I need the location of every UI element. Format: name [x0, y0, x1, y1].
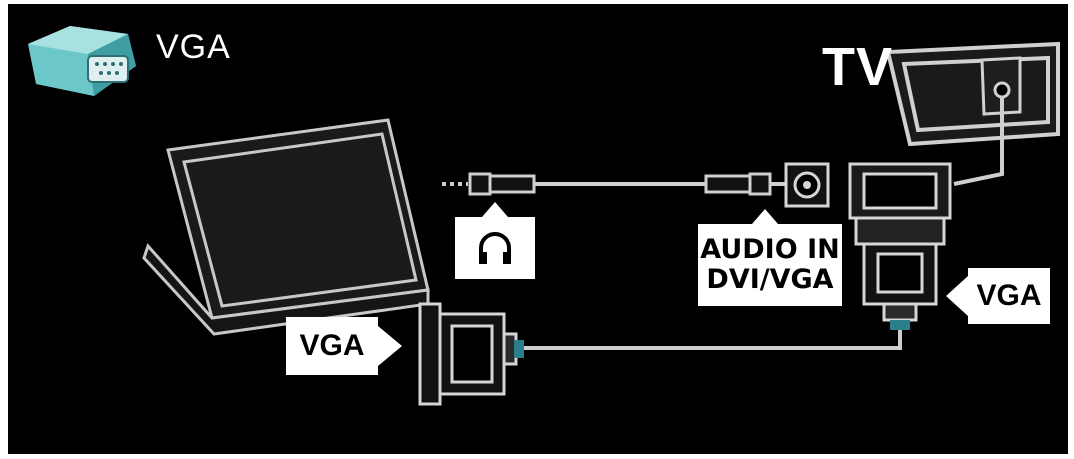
header-title: VGA	[156, 28, 231, 66]
audio-cable	[442, 172, 786, 196]
tv-vga-plug	[862, 242, 938, 330]
laptop-vga-plug	[418, 302, 524, 406]
vga-connector-icon	[28, 26, 136, 96]
connection-diagram	[28, 26, 1060, 406]
vga-left-pointer	[378, 326, 402, 366]
laptop-illustration	[142, 118, 430, 336]
tv-vga-port	[848, 162, 952, 246]
diagram-canvas: VGA TV AUDIO IN DVI/VGA VGA VGA	[8, 4, 1068, 454]
audio-in-line1: AUDIO IN	[700, 234, 840, 265]
tv-internal-cable	[953, 97, 1004, 186]
tv-icon	[885, 41, 1060, 147]
audio-in-line2: DVI/VGA	[706, 264, 834, 295]
vga-left-label: VGA	[286, 317, 378, 375]
headphone-callout-pointer	[482, 202, 508, 217]
audio-callout-pointer	[752, 209, 778, 224]
audio-in-jack	[784, 162, 830, 208]
headphone-icon	[479, 232, 511, 264]
audio-in-label: AUDIO IN DVI/VGA	[698, 224, 842, 306]
headphone-callout	[455, 217, 535, 279]
vga-cable	[520, 330, 902, 350]
vga-right-pointer	[946, 276, 968, 316]
tv-title: TV	[822, 37, 894, 97]
vga-right-label: VGA	[968, 268, 1050, 324]
